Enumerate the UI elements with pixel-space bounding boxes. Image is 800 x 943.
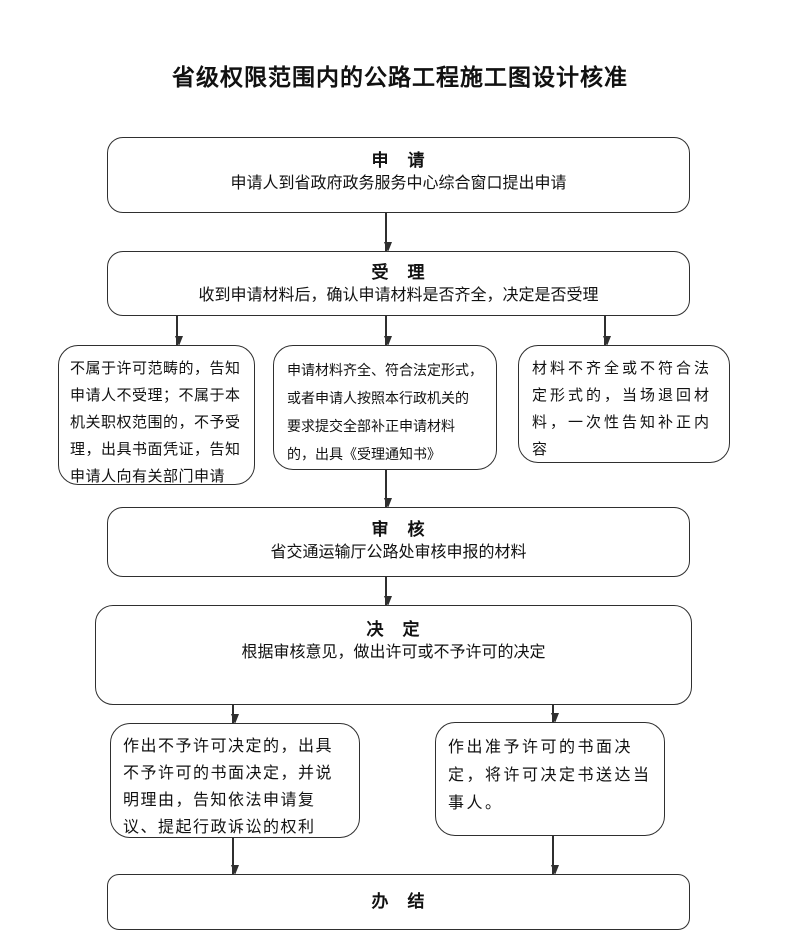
node-apply-text: 申请人到省政府政务服务中心综合窗口提出申请: [230, 175, 567, 192]
node-accept-header: 受 理: [371, 263, 426, 282]
node-finish-header: 办 结: [371, 892, 426, 911]
node-accept: 受 理 收到申请材料后，确认申请材料是否齐全，决定是否受理: [107, 251, 690, 316]
node-branch-complete-text: 申请材料齐全、符合法定形式， 或者申请人按照本行政机关的 要求提交全部补正申请材…: [287, 364, 483, 463]
node-branch-incomplete: 材料不齐全或不符合法 定形式的，当场退回材 料，一次性告知补正内 容: [518, 345, 730, 463]
node-decide: 决 定 根据审核意见，做出许可或不予许可的决定: [95, 605, 692, 705]
arrow-accept-to-incomplete-branch: [602, 316, 611, 346]
node-apply: 申 请 申请人到省政府政务服务中心综合窗口提出申请: [107, 137, 690, 213]
arrow-accept-to-complete-branch: [383, 316, 392, 346]
node-review-text: 省交通运输厅公路处审核申报的材料: [270, 544, 527, 561]
arrow-accept-to-reject-branch: [174, 316, 183, 346]
node-grant-text: 作出准予许可的书面决 定，将许可决定书送达当 事人。: [448, 739, 652, 812]
node-review-header: 审 核: [371, 520, 426, 539]
node-accept-text: 收到申请材料后，确认申请材料是否齐全，决定是否受理: [198, 287, 599, 304]
node-branch-complete: 申请材料齐全、符合法定形式， 或者申请人按照本行政机关的 要求提交全部补正申请材…: [273, 345, 497, 470]
node-decide-text: 根据审核意见，做出许可或不予许可的决定: [241, 644, 546, 661]
node-deny: 作出不予许可决定的，出具 不予许可的书面决定，并说 明理由，告知依法申请复 议、…: [110, 723, 360, 838]
page-title: 省级权限范围内的公路工程施工图设计核准: [172, 65, 628, 90]
arrow-decide-to-deny: [230, 705, 239, 724]
node-grant: 作出准予许可的书面决 定，将许可决定书送达当 事人。: [435, 722, 665, 836]
arrow-decide-to-grant: [550, 705, 559, 723]
node-finish: 办 结: [107, 874, 690, 930]
node-decide-header: 决 定: [366, 620, 421, 639]
arrow-deny-to-finish: [230, 838, 239, 875]
node-branch-reject-text: 不属于许可范畴的，告知 申请人不受理；不属于本 机关职权范围的，不予受 理，出具…: [70, 361, 241, 485]
arrow-apply-to-accept: [383, 213, 392, 252]
node-branch-reject: 不属于许可范畴的，告知 申请人不受理；不属于本 机关职权范围的，不予受 理，出具…: [58, 345, 255, 485]
node-branch-incomplete-text: 材料不齐全或不符合法 定形式的，当场退回材 料，一次性告知补正内 容: [532, 361, 713, 458]
node-review: 审 核 省交通运输厅公路处审核申报的材料: [107, 507, 690, 577]
arrow-grant-to-finish: [550, 836, 559, 875]
arrow-review-to-decide: [383, 577, 392, 606]
node-apply-header: 申 请: [371, 151, 426, 170]
node-deny-text: 作出不予许可决定的，出具 不予许可的书面决定，并说 明理由，告知依法申请复 议、…: [123, 738, 334, 836]
arrow-complete-branch-to-review: [383, 470, 392, 508]
